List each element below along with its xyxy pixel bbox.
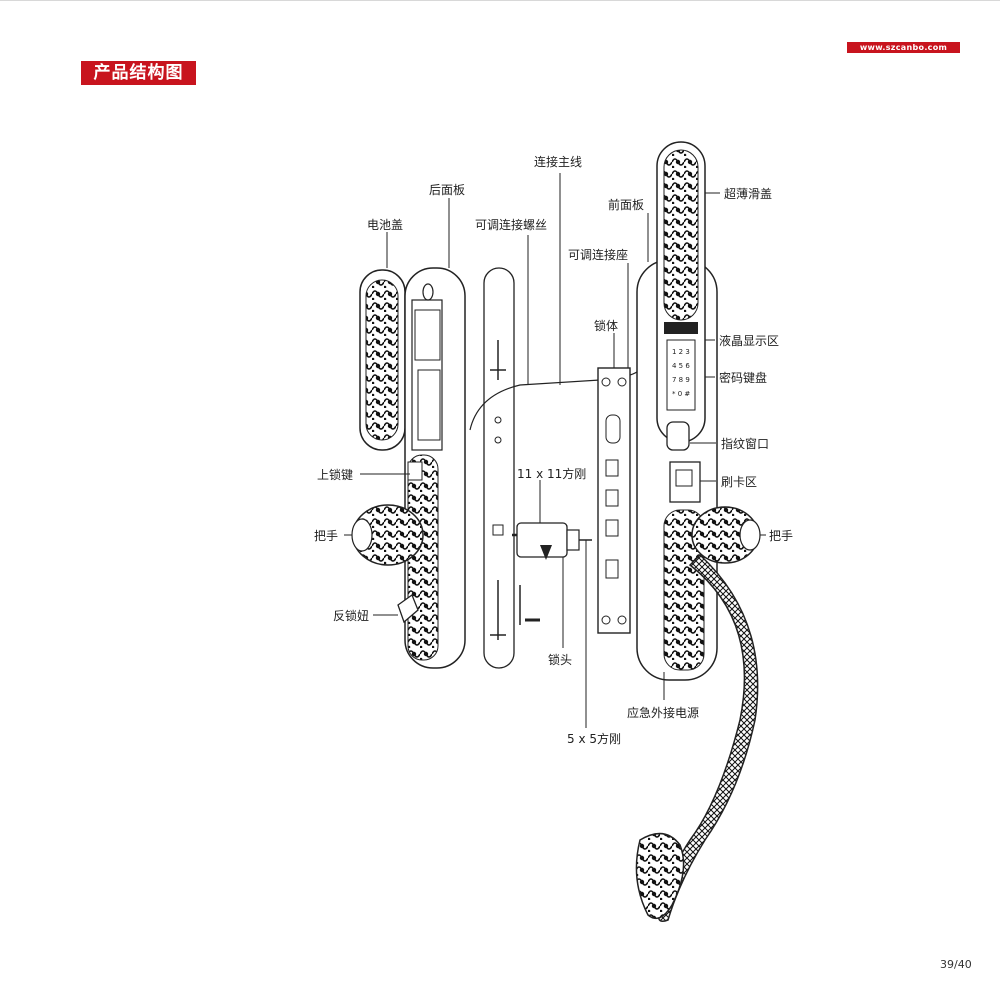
svg-text:4 5 6: 4 5 6 bbox=[672, 362, 690, 370]
leader-lines bbox=[344, 173, 766, 728]
label-keypad: 密码键盘 bbox=[719, 370, 767, 385]
page-title: 产品结构图 bbox=[81, 61, 196, 85]
label-adjustable-seat: 可调连接座 bbox=[568, 247, 628, 262]
label-main-wire: 连接主线 bbox=[534, 154, 582, 169]
label-battery-cover: 电池盖 bbox=[367, 218, 403, 232]
website-badge[interactable]: www.szcanbo.com bbox=[847, 42, 960, 53]
reverse-knob-part bbox=[397, 593, 419, 624]
label-spindle-11: 11 x 11方刚 bbox=[517, 466, 586, 481]
svg-text:7 8 9: 7 8 9 bbox=[672, 376, 690, 384]
label-handle-right: 把手 bbox=[769, 529, 793, 543]
mounting-plate-part bbox=[483, 267, 540, 669]
label-back-panel: 后面板 bbox=[429, 183, 465, 197]
main-wire bbox=[469, 369, 641, 431]
page-number: 39/40 bbox=[940, 958, 972, 971]
label-emergency-power: 应急外接电源 bbox=[627, 705, 699, 720]
label-adjustable-screw: 可调连接螺丝 bbox=[475, 217, 547, 232]
right-handle-part bbox=[691, 506, 761, 564]
left-handle-part bbox=[351, 504, 424, 566]
battery-cover-part bbox=[359, 269, 406, 451]
label-front-panel: 前面板 bbox=[608, 197, 644, 212]
lock-body-part bbox=[597, 367, 631, 634]
top-rule bbox=[0, 0, 1000, 1]
pull-handle-part bbox=[635, 553, 759, 922]
label-card-area: 刷卡区 bbox=[721, 475, 757, 489]
label-lcd-area: 液晶显示区 bbox=[719, 333, 779, 348]
label-lock-key: 上锁键 bbox=[317, 467, 353, 482]
cylinder-part bbox=[512, 522, 592, 560]
label-cylinder: 锁头 bbox=[548, 652, 572, 667]
label-handle-left: 把手 bbox=[314, 529, 338, 543]
svg-text:* 0 #: * 0 # bbox=[672, 390, 690, 398]
label-slide-cover: 超薄滑盖 bbox=[724, 186, 772, 201]
label-spindle-5: 5 x 5方刚 bbox=[567, 731, 621, 746]
label-lock-body: 锁体 bbox=[594, 318, 618, 333]
back-panel-part bbox=[404, 267, 466, 669]
label-fingerprint: 指纹窗口 bbox=[721, 436, 769, 451]
front-panel-part: 1 2 3 4 5 6 7 8 9 * 0 # bbox=[636, 141, 718, 681]
label-reverse-knob: 反锁妞 bbox=[333, 608, 369, 623]
svg-text:1 2 3: 1 2 3 bbox=[672, 348, 690, 356]
